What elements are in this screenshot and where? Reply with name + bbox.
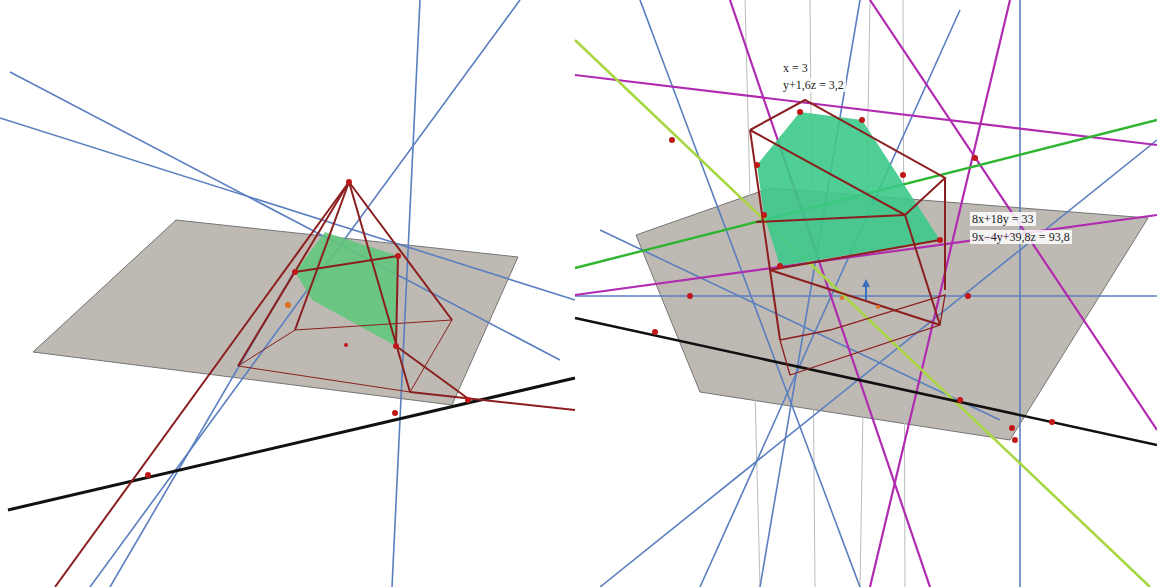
right-figure bbox=[575, 0, 1157, 587]
equation-label: y+1,6z = 3,2 bbox=[781, 78, 846, 92]
left-figure bbox=[0, 0, 575, 587]
equation-label: 8x+18y = 33 bbox=[970, 212, 1036, 226]
equation-label: x = 3 bbox=[781, 61, 810, 75]
equation-label: 9x−4y+39,8z = 93,8 bbox=[970, 230, 1072, 244]
